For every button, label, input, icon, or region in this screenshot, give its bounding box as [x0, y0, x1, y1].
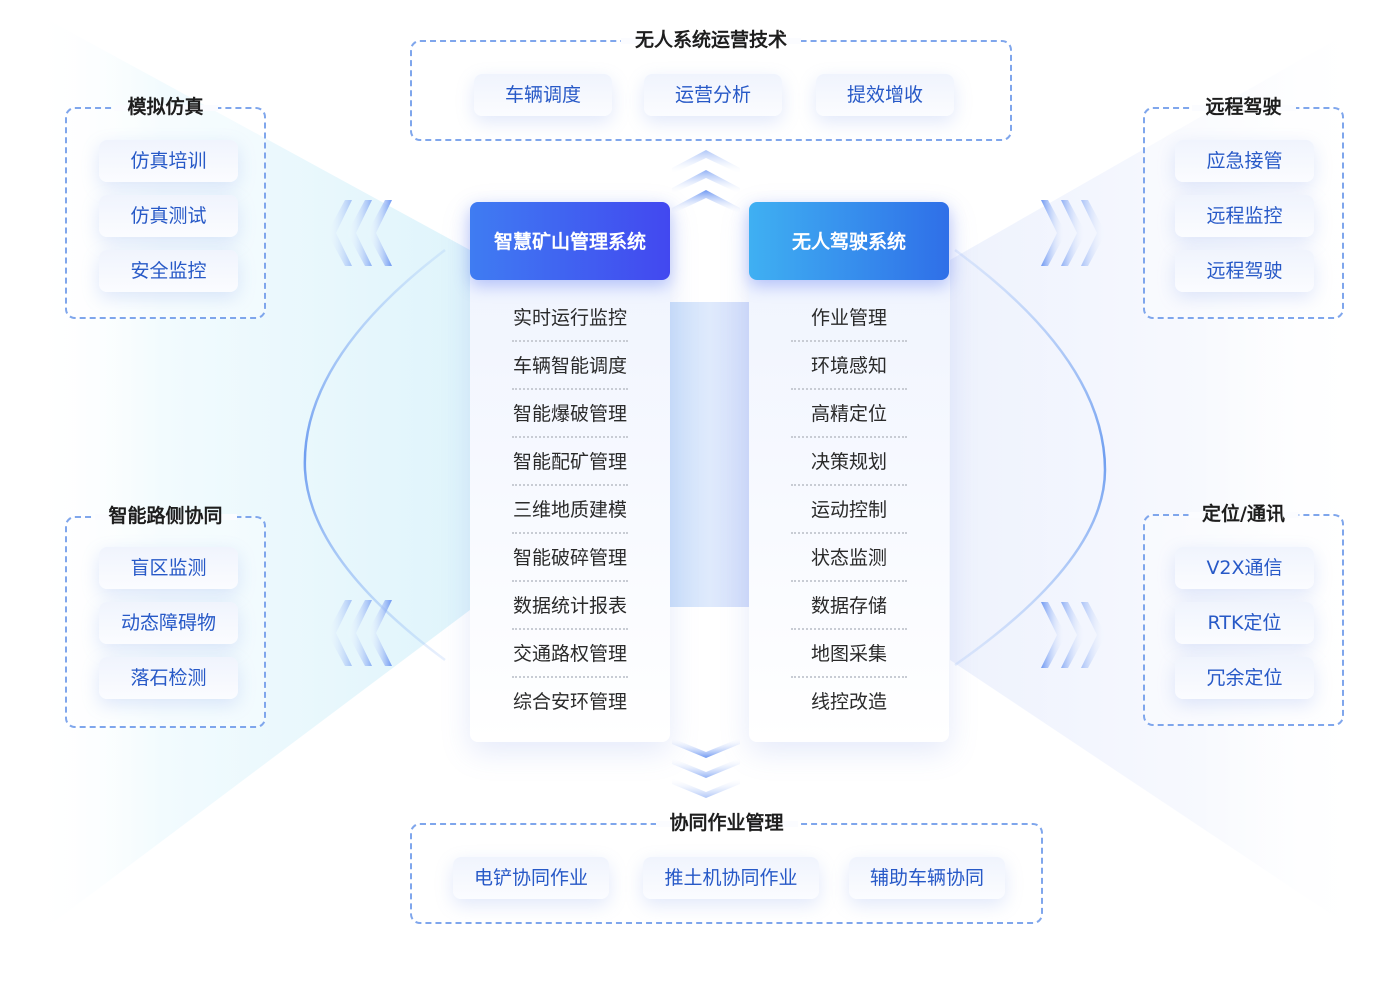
chip-remote-monitoring[interactable]: 远程监控: [1175, 195, 1314, 237]
mine-management-feature-list: 实时运行监控 车辆智能调度 智能爆破管理 智能配矿管理 三维地质建模 智能破碎管…: [470, 280, 670, 726]
group-unmanned-operation: 无人系统运营技术 车辆调度 运营分析 提效增收: [410, 29, 1012, 141]
list-item[interactable]: 决策规划: [791, 438, 907, 486]
chevron-left-icon: [327, 600, 392, 666]
chip-dynamic-obstacle[interactable]: 动态障碍物: [99, 602, 238, 644]
right-arc: [954, 248, 1107, 667]
chip-blind-spot-monitoring[interactable]: 盲区监测: [99, 547, 238, 589]
chip-simulation-testing[interactable]: 仿真测试: [99, 195, 238, 237]
chip-efficiency-revenue[interactable]: 提效增收: [816, 74, 954, 116]
chip-operation-analysis[interactable]: 运营分析: [644, 74, 782, 116]
chip-rockfall-detection[interactable]: 落石检测: [99, 657, 238, 699]
group-title: 模拟仿真: [113, 93, 218, 121]
group-title: 远程驾驶: [1191, 93, 1296, 121]
chevron-right-icon: [1041, 602, 1106, 668]
group-title: 智能路侧协同: [94, 502, 237, 530]
chip-rtk-positioning[interactable]: RTK定位: [1175, 602, 1314, 644]
chip-shovel-collaboration[interactable]: 电铲协同作业: [453, 857, 609, 899]
group-title: 定位/通讯: [1188, 500, 1299, 528]
chevron-down-icon: [672, 738, 740, 798]
mine-management-system-header[interactable]: 智慧矿山管理系统: [470, 202, 670, 280]
chevron-up-icon: [672, 150, 740, 214]
list-item[interactable]: 智能配矿管理: [512, 438, 628, 486]
group-remote-driving: 远程驾驶 应急接管 远程监控 远程驾驶: [1143, 96, 1344, 319]
list-item[interactable]: 实时运行监控: [512, 294, 628, 342]
group-simulation: 模拟仿真 仿真培训 仿真测试 安全监控: [65, 96, 266, 319]
autonomous-driving-system-panel: 无人驾驶系统 作业管理 环境感知 高精定位 决策规划 运动控制 状态监测 数据存…: [749, 202, 949, 742]
group-roadside-collaboration: 智能路侧协同 盲区监测 动态障碍物 落石检测: [65, 505, 266, 728]
list-item[interactable]: 作业管理: [791, 294, 907, 342]
list-item[interactable]: 综合安环管理: [512, 691, 627, 713]
list-item[interactable]: 地图采集: [791, 630, 907, 678]
list-item[interactable]: 线控改造: [810, 691, 887, 713]
autonomous-driving-system-header[interactable]: 无人驾驶系统: [749, 202, 949, 280]
list-item[interactable]: 状态监测: [791, 534, 907, 582]
chip-remote-driving[interactable]: 远程驾驶: [1175, 250, 1314, 292]
mine-management-system-panel: 智慧矿山管理系统 实时运行监控 车辆智能调度 智能爆破管理 智能配矿管理 三维地…: [470, 202, 670, 742]
group-title: 协同作业管理: [655, 809, 798, 837]
chip-bulldozer-collaboration[interactable]: 推土机协同作业: [643, 857, 819, 899]
chip-safety-monitoring[interactable]: 安全监控: [99, 250, 238, 292]
list-item[interactable]: 环境感知: [791, 342, 907, 390]
group-title: 无人系统运营技术: [620, 26, 802, 54]
chip-simulation-training[interactable]: 仿真培训: [99, 140, 238, 182]
chip-auxiliary-vehicle[interactable]: 辅助车辆协同: [849, 857, 1005, 899]
list-item[interactable]: 智能破碎管理: [512, 534, 628, 582]
center-connector-band: [670, 302, 750, 607]
chevron-left-icon: [327, 200, 392, 266]
left-arc: [303, 249, 446, 662]
list-item[interactable]: 运动控制: [791, 486, 907, 534]
chevron-right-icon: [1041, 200, 1106, 266]
list-item[interactable]: 数据统计报表: [512, 582, 628, 630]
group-collaborative-operation: 协同作业管理 电铲协同作业 推土机协同作业 辅助车辆协同: [410, 812, 1043, 924]
list-item[interactable]: 高精定位: [791, 390, 907, 438]
list-item[interactable]: 车辆智能调度: [512, 342, 628, 390]
list-item[interactable]: 智能爆破管理: [512, 390, 628, 438]
list-item[interactable]: 数据存储: [791, 582, 907, 630]
chip-vehicle-dispatch[interactable]: 车辆调度: [474, 74, 612, 116]
group-positioning-communication: 定位/通讯 V2X通信 RTK定位 冗余定位: [1143, 503, 1344, 726]
chip-v2x-communication[interactable]: V2X通信: [1175, 547, 1314, 589]
autonomous-driving-feature-list: 作业管理 环境感知 高精定位 决策规划 运动控制 状态监测 数据存储 地图采集 …: [749, 280, 949, 726]
list-item[interactable]: 三维地质建模: [512, 486, 628, 534]
chip-redundant-positioning[interactable]: 冗余定位: [1175, 657, 1314, 699]
list-item[interactable]: 交通路权管理: [512, 630, 628, 678]
chip-emergency-takeover[interactable]: 应急接管: [1175, 140, 1314, 182]
